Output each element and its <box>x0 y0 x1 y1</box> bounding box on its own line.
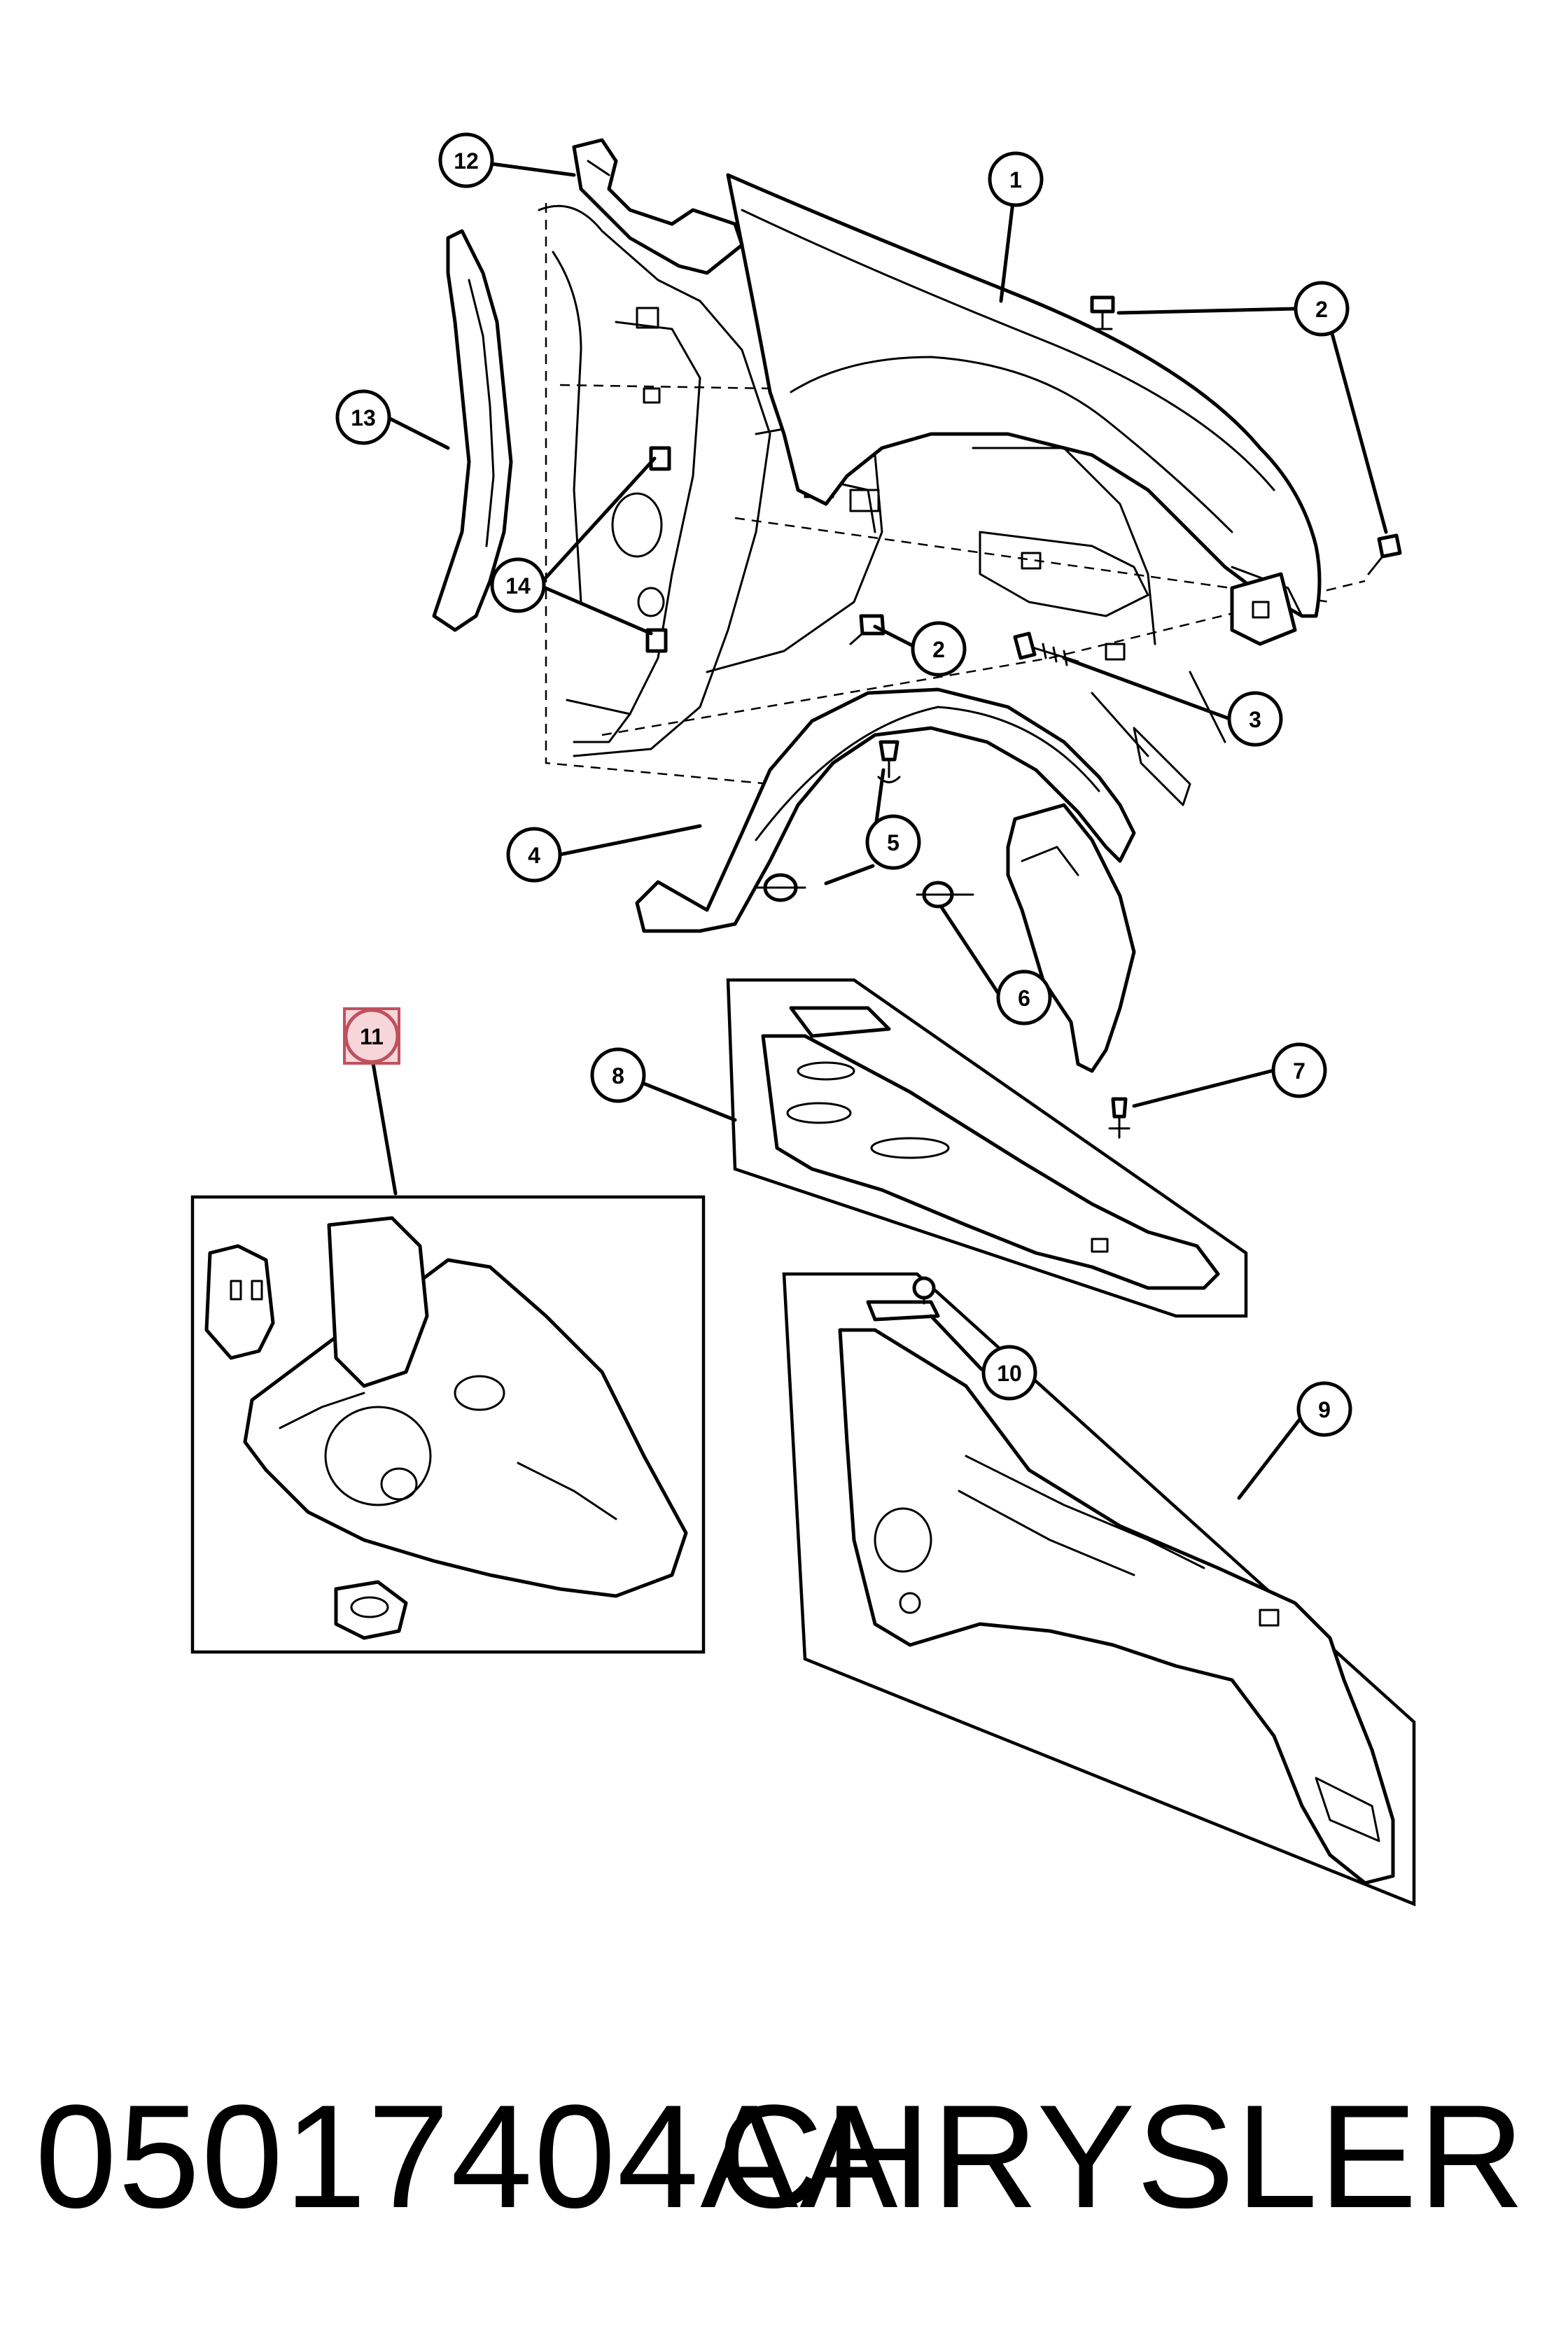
stud-bracket <box>866 1276 940 1322</box>
callout-label: 8 <box>612 1063 624 1088</box>
callout-label: 5 <box>887 830 899 855</box>
callout-label: 13 <box>351 405 376 430</box>
bolt <box>1013 631 1079 666</box>
fastener-7 <box>1108 1097 1130 1139</box>
callout-label: 3 <box>1249 707 1261 732</box>
hinge-bracket <box>572 138 744 275</box>
outer-panel-box <box>782 1272 1416 1907</box>
callout-label: 12 <box>454 148 479 174</box>
clip-5-lower <box>755 873 806 902</box>
callout-6[interactable]: 6 <box>996 969 1052 1026</box>
screw-upper <box>1090 295 1115 330</box>
callout-13[interactable]: 13 <box>335 389 391 445</box>
callout-label: 1 <box>1009 167 1022 192</box>
callout-3[interactable]: 3 <box>1227 691 1283 747</box>
leader-lines <box>371 162 1388 1500</box>
callout-label: 14 <box>505 573 531 598</box>
callout-label: 6 <box>1018 986 1030 1011</box>
callout-9[interactable]: 9 <box>1296 1381 1352 1437</box>
callout-8[interactable]: 8 <box>590 1047 646 1103</box>
callout-12[interactable]: 12 <box>438 132 494 188</box>
callout-11-highlighted[interactable]: 11 <box>343 1007 400 1065</box>
callout-2-lower[interactable]: 2 <box>911 621 967 677</box>
wheelhouse-liner <box>635 687 1136 1073</box>
callout-label: 11 <box>360 1024 384 1049</box>
callout-2-upper[interactable]: 2 <box>1294 281 1350 337</box>
callout-label: 7 <box>1293 1058 1306 1084</box>
callout-label: 10 <box>997 1361 1022 1386</box>
callout-10[interactable]: 10 <box>981 1345 1037 1401</box>
body-clip-14 <box>645 446 671 653</box>
clip-6 <box>916 881 974 909</box>
brand-name: CHRYSLER <box>717 2074 1526 2239</box>
callout-label: 2 <box>1315 297 1328 322</box>
screw-right <box>1367 533 1402 575</box>
callout-label: 9 <box>1318 1397 1331 1422</box>
callout-4[interactable]: 4 <box>506 827 562 883</box>
callout-label: 2 <box>932 637 945 662</box>
front-fender <box>726 173 1322 646</box>
inner-panel-box <box>726 978 1248 1318</box>
callout-7[interactable]: 7 <box>1271 1042 1327 1098</box>
seal-strip <box>432 229 513 632</box>
callout-label: 4 <box>528 843 540 868</box>
part-number: 05017404AA <box>35 2074 899 2239</box>
inner-wheelhouse-box <box>190 1195 706 1654</box>
clip-5-upper <box>877 740 901 783</box>
callout-1[interactable]: 1 <box>988 151 1044 207</box>
callout-14[interactable]: 14 <box>490 557 546 613</box>
callout-5[interactable]: 5 <box>865 814 921 870</box>
